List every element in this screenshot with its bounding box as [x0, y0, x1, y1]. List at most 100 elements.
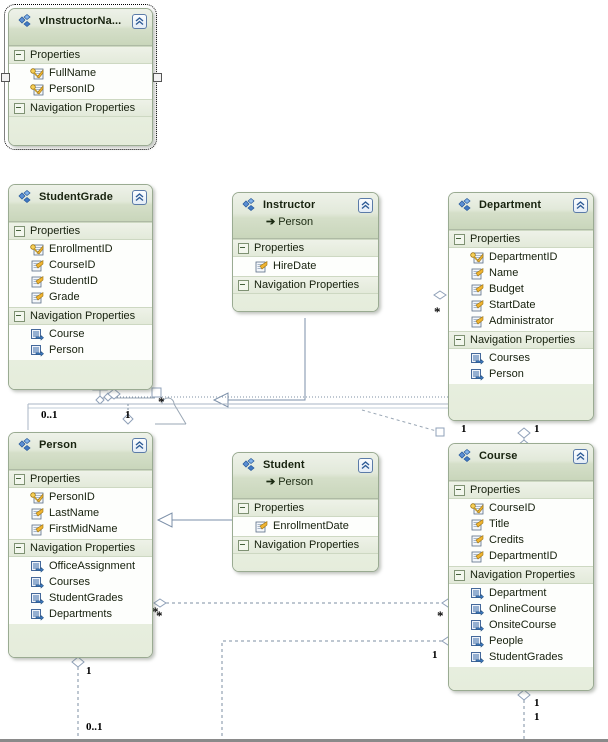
property-row[interactable]: FullName	[9, 65, 152, 81]
navigation-properties-section-header[interactable]: Navigation Properties	[233, 536, 378, 554]
navigation-property-row[interactable]: Person	[449, 366, 593, 382]
collapse-button[interactable]	[132, 438, 147, 453]
navigation-properties-section-header[interactable]: Navigation Properties	[9, 99, 152, 117]
navigation-property-row[interactable]: StudentGrades	[449, 649, 593, 665]
properties-list: HireDate	[233, 257, 378, 276]
property-row[interactable]: StudentID	[9, 273, 152, 289]
navigation-properties-section-header[interactable]: Navigation Properties	[449, 331, 593, 349]
property-row[interactable]: Credits	[449, 532, 593, 548]
navigation-properties-section-header[interactable]: Navigation Properties	[9, 539, 152, 557]
navigation-properties-section-header[interactable]: Navigation Properties	[9, 307, 152, 325]
properties-section-header[interactable]: Properties	[233, 239, 378, 257]
navigation-property-row[interactable]: OfficeAssignment	[9, 558, 152, 574]
property-row[interactable]: PersonID	[9, 489, 152, 505]
property-row[interactable]: Grade	[9, 289, 152, 305]
minus-box-icon[interactable]	[238, 539, 249, 551]
property-row[interactable]: Budget	[449, 281, 593, 297]
property-row[interactable]: Administrator	[449, 313, 593, 329]
entity-header[interactable]: Course	[449, 444, 593, 481]
entity-header[interactable]: StudentGrade	[9, 185, 152, 222]
collapse-button[interactable]	[132, 14, 147, 29]
association-person-course[interactable]	[153, 598, 455, 608]
entity-student[interactable]: Student ➔Person Properties	[232, 452, 379, 572]
minus-box-icon[interactable]	[14, 49, 25, 61]
navigation-property-row[interactable]: Course	[9, 326, 152, 342]
minus-box-icon[interactable]	[14, 473, 25, 485]
entity-header[interactable]: Person	[9, 433, 152, 470]
properties-section-header[interactable]: Properties	[449, 230, 593, 248]
connector-person-top[interactable]	[122, 404, 134, 425]
minus-box-icon[interactable]	[238, 242, 249, 254]
navigation-property-row[interactable]: Courses	[449, 350, 593, 366]
scalar-property-icon	[31, 259, 44, 271]
minus-box-icon[interactable]	[14, 102, 25, 114]
property-row[interactable]: CourseID	[9, 257, 152, 273]
entity-header[interactable]: Instructor ➔Person	[233, 193, 378, 239]
minus-box-icon[interactable]	[14, 542, 25, 554]
entity-header[interactable]: vInstructorNa...	[9, 9, 152, 46]
navigation-property-row[interactable]: StudentGrades	[9, 590, 152, 606]
navigation-property-icon	[471, 619, 484, 632]
property-row[interactable]: HireDate	[233, 258, 378, 274]
collapse-button[interactable]	[573, 198, 588, 213]
property-row[interactable]: DepartmentID	[449, 548, 593, 564]
navigation-property-row[interactable]: Person	[9, 342, 152, 358]
chevron-up-double-icon	[361, 201, 370, 210]
property-row[interactable]: EnrollmentDate	[233, 518, 378, 534]
minus-box-icon[interactable]	[454, 233, 465, 245]
properties-section-header[interactable]: Properties	[9, 222, 152, 240]
entity-vinstructorname[interactable]: vInstructorNa... Properties	[4, 4, 157, 150]
minus-box-icon[interactable]	[14, 310, 25, 322]
minus-box-icon[interactable]	[454, 484, 465, 496]
multiplicity-label: 0..1	[86, 721, 103, 733]
minus-box-icon[interactable]	[454, 569, 465, 581]
inheritance-instructor-person[interactable]	[212, 318, 306, 408]
navigation-properties-section-header[interactable]: Navigation Properties	[449, 566, 593, 584]
entity-header[interactable]: Student ➔Person	[233, 453, 378, 499]
property-row[interactable]: CourseID	[449, 500, 593, 516]
property-row[interactable]: FirstMidName	[9, 521, 152, 537]
entity-course[interactable]: Course Properties	[448, 443, 594, 691]
resize-handle-right[interactable]	[153, 73, 162, 82]
properties-section-header[interactable]: Properties	[233, 499, 378, 517]
association-person-studentgrade[interactable]	[71, 656, 85, 742]
property-row[interactable]: DepartmentID	[449, 249, 593, 265]
navigation-property-row[interactable]: Departments	[9, 606, 152, 622]
navigation-property-row[interactable]: Courses	[9, 574, 152, 590]
resize-handle-left[interactable]	[1, 73, 10, 82]
properties-section-header[interactable]: Properties	[9, 470, 152, 488]
association-department-course[interactable]	[361, 409, 445, 437]
entity-person[interactable]: Person Properties	[8, 432, 153, 658]
property-row[interactable]: LastName	[9, 505, 152, 521]
inheritance-student-person[interactable]	[156, 512, 232, 528]
property-row[interactable]: Name	[449, 265, 593, 281]
navigation-property-row[interactable]: People	[449, 633, 593, 649]
properties-section-header[interactable]: Properties	[9, 46, 152, 64]
navigation-property-row[interactable]: Department	[449, 585, 593, 601]
collapse-button[interactable]	[573, 449, 588, 464]
collapse-button[interactable]	[132, 190, 147, 205]
entity-studentgrade[interactable]: StudentGrade Properties	[8, 184, 153, 390]
minus-box-icon[interactable]	[238, 279, 249, 291]
property-row[interactable]: EnrollmentID	[9, 241, 152, 257]
navigation-property-row[interactable]: OnsiteCourse	[449, 617, 593, 633]
connector-studentgrade-bottom[interactable]	[107, 387, 162, 400]
collapse-button[interactable]	[358, 458, 373, 473]
minus-box-icon[interactable]	[238, 502, 249, 514]
entity-header[interactable]: Department	[449, 193, 593, 230]
minus-box-icon[interactable]	[454, 334, 465, 346]
property-row[interactable]: StartDate	[449, 297, 593, 313]
property-row[interactable]: Title	[449, 516, 593, 532]
properties-section-header[interactable]: Properties	[449, 481, 593, 499]
navigation-property-row[interactable]: OnlineCourse	[449, 601, 593, 617]
minus-box-icon[interactable]	[14, 225, 25, 237]
association-course-studentgrade[interactable]	[221, 636, 455, 742]
connector-course-bottom[interactable]	[517, 689, 531, 742]
entity-instructor[interactable]: Instructor ➔Person Properties	[232, 192, 379, 312]
property-row[interactable]: PersonID	[9, 81, 152, 97]
properties-label: Properties	[254, 242, 305, 254]
collapse-button[interactable]	[358, 198, 373, 213]
entity-department[interactable]: Department Properties	[448, 192, 594, 421]
navigation-properties-section-header[interactable]: Navigation Properties	[233, 276, 378, 294]
